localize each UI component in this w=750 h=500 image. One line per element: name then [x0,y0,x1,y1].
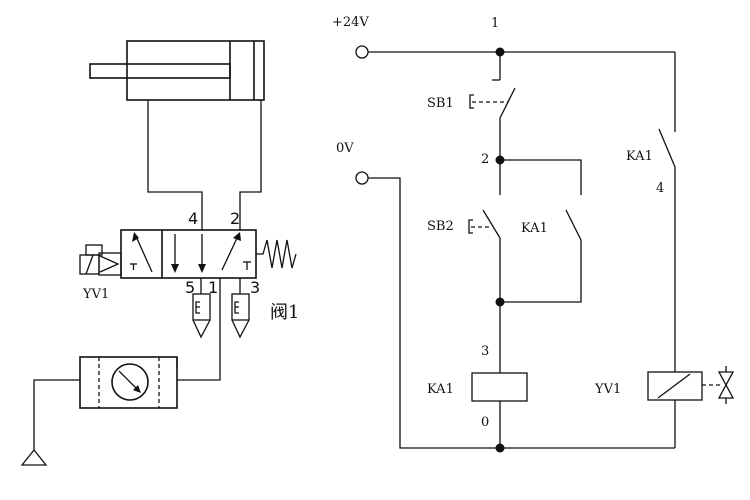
supply-zero-terminal [355,171,369,185]
port-1-label: 1 [208,278,218,297]
sb1-label: SB1 [427,96,454,111]
pneumatic-circuit: YV1 4 2 5 1 3 阀1 [20,40,299,466]
sb2-label: SB2 [427,219,454,234]
ka1-output-contact-label: KA1 [626,149,653,164]
pressure-regulator [79,356,178,409]
port-3-label: 3 [250,278,260,297]
node-4-label: 4 [656,181,664,196]
valve-coil-label: YV1 [82,287,109,302]
directional-valve [120,229,297,279]
sb2-button-actuator [468,219,473,234]
air-inlet-line [33,379,80,450]
solenoid-valve-symbol [717,366,735,404]
exhaust-silencer-3 [231,293,250,339]
supply-zero-label: 0V [336,141,354,156]
supply-positive-terminal [355,45,369,59]
node-1-label: 1 [491,16,499,31]
air-supply-line [177,278,221,381]
electrical-circuit: +24V 1 SB1 2 SB2 KA1 3 KA1 0 [332,15,735,453]
exhaust-silencer-5 [192,293,211,339]
air-line-port-4 [147,100,203,230]
supply-positive-label: +24V [332,15,369,30]
yv1-coil-label: YV1 [594,382,621,397]
ka1-relay-coil [471,372,528,402]
ka1-hold-contact-label: KA1 [521,221,548,236]
air-source-triangle [20,448,48,466]
ka1-coil-label: KA1 [427,382,454,397]
node-3-label: 3 [481,344,489,359]
port-5-label: 5 [185,278,195,297]
node-2-label: 2 [481,152,489,167]
air-line-port-2 [239,100,262,230]
port-2-label: 2 [230,209,240,228]
node-0-label: 0 [481,415,489,430]
port-4-label: 4 [188,209,198,228]
pneumatic-cylinder [89,40,265,101]
solenoid-actuator [79,244,122,276]
valve-name-label: 阀1 [270,302,299,323]
sb1-button-actuator [469,94,474,109]
junction-0 [495,443,505,453]
